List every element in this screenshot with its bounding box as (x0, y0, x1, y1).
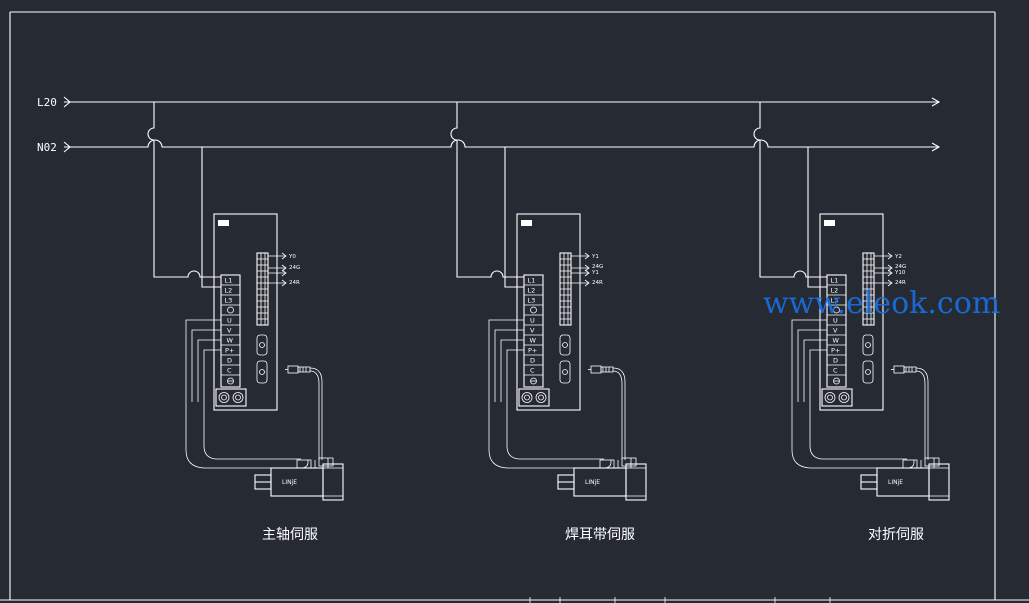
bus-line2-label: N02 (37, 141, 57, 154)
terminal-d: D (227, 357, 232, 365)
terminal-c: C (227, 367, 232, 375)
io-label: 24G (895, 264, 906, 270)
io-labels-2: Y1 24G Y1 24R (591, 254, 603, 286)
terminal-l3: L3 (528, 297, 536, 305)
terminal-labels-1: L1 L2 L3 U V W P+ D C (225, 277, 235, 375)
terminal-c: C (530, 367, 535, 375)
io-label: 24G (592, 264, 603, 270)
servo-drive-1: L1 L2 L3 U V W P+ D C Y0 24G 24R LINjE (147, 101, 344, 501)
terminal-c: C (833, 367, 838, 375)
terminal-u: U (227, 317, 232, 325)
io-label: 24R (592, 280, 603, 286)
terminal-labels-2: L1 L2 L3 U V W P+ D C (528, 277, 538, 375)
terminal-v: V (227, 327, 232, 335)
motor-brand-label: LINjE (585, 479, 600, 486)
terminal-v: V (530, 327, 535, 335)
terminal-l3: L3 (831, 297, 839, 305)
io-label: Y1 (591, 270, 599, 276)
terminal-l2: L2 (528, 287, 536, 295)
terminal-w: W (227, 337, 234, 345)
io-label: Y10 (894, 270, 906, 276)
drive-3-caption: 对折伺服 (868, 527, 924, 543)
terminal-labels-3: L1 L2 L3 U V W P+ D C (831, 277, 841, 375)
terminal-l2: L2 (225, 287, 233, 295)
motor-brand-label: LINjE (282, 479, 297, 486)
terminal-w: W (530, 337, 537, 345)
io-label: 24R (895, 280, 906, 286)
terminal-p-plus: P+ (528, 347, 537, 355)
terminal-d: D (833, 357, 838, 365)
servo-drive-3: L1 L2 L3 U V W P+ D C Y2 24G Y10 24R LIN… (753, 101, 950, 501)
watermark-text: www.eleok.com (763, 286, 1000, 321)
io-label: 24G (289, 265, 300, 271)
terminal-p-plus: P+ (831, 347, 840, 355)
drawing-frame (0, 11, 1029, 603)
drive-2-caption: 焊耳带伺服 (565, 527, 635, 543)
io-label: Y0 (288, 254, 296, 260)
terminal-l1: L1 (831, 277, 839, 285)
terminal-d: D (530, 357, 535, 365)
io-label: Y1 (591, 254, 599, 260)
drive-1-caption: 主轴伺服 (262, 527, 318, 543)
io-label: 24R (289, 280, 300, 286)
terminal-u: U (530, 317, 535, 325)
bus-line1-label: L20 (37, 96, 57, 109)
terminal-l1: L1 (225, 277, 233, 285)
terminal-p-plus: P+ (225, 347, 234, 355)
io-labels-3: Y2 24G Y10 24R (894, 254, 906, 286)
motor-brand-label: LINjE (888, 479, 903, 486)
bus-line1 (63, 96, 941, 108)
terminal-w: W (833, 337, 840, 345)
terminal-u: U (833, 317, 838, 325)
terminal-l2: L2 (831, 287, 839, 295)
io-labels-1: Y0 24G 24R (288, 254, 300, 286)
servo-drive-2: L1 L2 L3 U V W P+ D C Y1 24G Y1 24R LINj… (450, 101, 647, 501)
terminal-l3: L3 (225, 297, 233, 305)
power-bus: L20 N02 (37, 96, 941, 154)
terminal-l1: L1 (528, 277, 536, 285)
terminal-v: V (833, 327, 838, 335)
io-label: Y2 (894, 254, 902, 260)
